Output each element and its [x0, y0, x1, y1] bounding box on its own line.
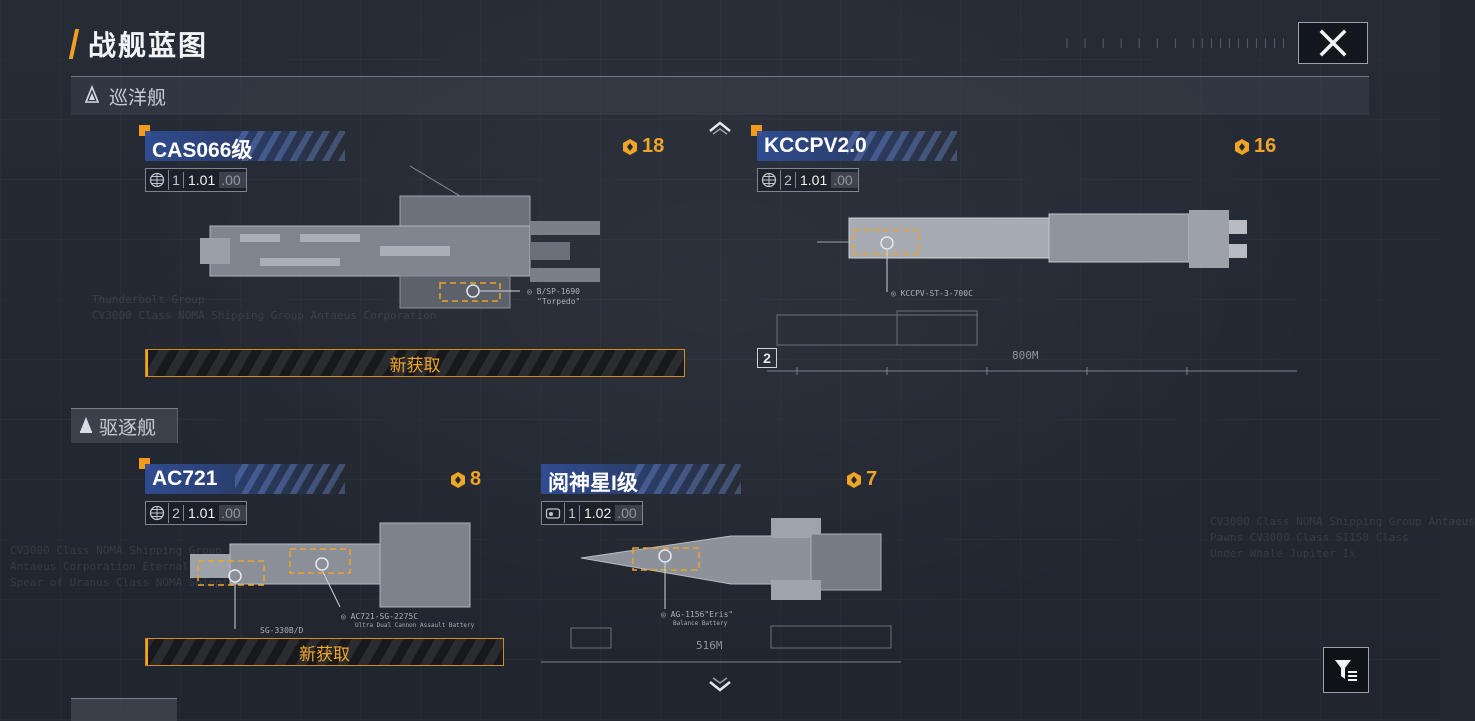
ghost-line: Spear of Uranus Class NOMA Shipping — [10, 576, 242, 589]
ghost-line: Under Whale Jupiter Ix — [1210, 547, 1356, 560]
ship-card-ac721[interactable]: AC721 8 2 1.01 .00 SG-330B/D ◎ AC721-SG-… — [139, 458, 505, 669]
stats-row: 1 1.02 .00 — [541, 501, 643, 525]
section-label: 驱逐舰 — [99, 417, 157, 439]
section-header-destroyer[interactable]: 驱逐舰 — [71, 408, 178, 443]
ship-name: AC721 — [152, 467, 218, 490]
tier-value: 1 — [169, 172, 184, 188]
new-indicator — [139, 458, 150, 469]
ship-blueprint-image — [580, 518, 882, 609]
page-header: 战舰蓝图 — [68, 26, 209, 62]
ghost-line: CV3000 Class NOMA Shipping Group Antaeus — [1210, 515, 1475, 528]
version-minor: .00 — [831, 172, 858, 188]
new-indicator — [139, 125, 150, 136]
name-strip — [145, 131, 345, 161]
cost-badge: 18 — [621, 135, 664, 158]
length-label: 800M — [1012, 349, 1039, 362]
ship-side-diagram — [767, 310, 1297, 375]
fleet-emblem-icon — [847, 471, 861, 488]
status-new-bar: 新获取 — [145, 638, 504, 666]
decor-ticks: | | | | | | | ||||||||||| — [1064, 38, 1290, 49]
version-minor: .00 — [219, 172, 246, 188]
ghost-text: CV3000 Class NOMA Shipping Group Antaeus… — [1210, 514, 1475, 562]
ship-card-cas066[interactable]: CAS066级 18 1 1.01 .00 ◎ B/SP-1690 "Torpe… — [139, 125, 685, 381]
ship-blueprint-image — [190, 522, 471, 629]
tier-value: 2 — [781, 172, 796, 188]
ship-blueprint-image — [200, 165, 600, 309]
fleet-emblem-icon — [623, 138, 637, 155]
section-header-next[interactable] — [71, 698, 177, 721]
fleet-icon — [542, 503, 565, 523]
version-minor: .00 — [219, 505, 246, 521]
ship-name: CAS066级 — [152, 139, 253, 162]
version-minor: .00 — [615, 505, 642, 521]
filter-button[interactable] — [1323, 647, 1369, 693]
page-badge: 2 — [757, 348, 777, 368]
fleet-emblem-icon — [1235, 138, 1249, 155]
stats-row: 2 1.01 .00 — [145, 501, 247, 525]
cost-badge: 7 — [845, 468, 877, 491]
ghost-line: Pawns CV3000 Class SI150 Class — [1210, 531, 1409, 544]
section-label: 巡洋舰 — [109, 87, 167, 109]
cost-value: 7 — [866, 468, 878, 490]
close-button[interactable] — [1298, 22, 1368, 64]
chevron-down-icon[interactable] — [708, 676, 732, 694]
status-new-bar: 新获取 — [145, 349, 685, 377]
status-text: 新获取 — [299, 644, 350, 664]
filter-icon — [1335, 660, 1357, 681]
fleet-emblem-icon — [451, 471, 465, 488]
stats-row: 2 1.01 .00 — [757, 168, 859, 192]
version-value: 1.01 — [188, 505, 216, 521]
ship-class-icon — [79, 416, 93, 437]
version-value: 1.02 — [584, 505, 612, 521]
spec-label: SG-330B/D — [260, 626, 304, 635]
ghost-line: Thunderbolt Group — [92, 293, 205, 306]
page-title: 战舰蓝图 — [88, 30, 209, 61]
ship-class-icon — [84, 84, 100, 107]
spec-label: ◎ KCCPV-ST-3-700C — [891, 289, 973, 298]
stats-row: 1 1.01 .00 — [145, 168, 247, 192]
ship-blueprint-image — [817, 210, 1247, 292]
globe-icon — [146, 170, 169, 190]
spec-sub: "Torpedo" — [537, 297, 581, 306]
ship-card-kccpv[interactable]: KCCPV2.0 16 2 1.01 .00 ◎ KCCPV-ST-3-700C… — [751, 125, 1297, 381]
spec-label: ◎ B/SP-1690 — [527, 287, 580, 296]
spec-sub-2: Ultra Dual Cannon Assault Battery — [355, 622, 475, 629]
ghost-line: Antaeus Corporation Eternal Storm — [10, 560, 229, 573]
version-value: 1.01 — [800, 172, 828, 188]
ship-name: 阅神星I级 — [548, 472, 638, 495]
version-value: 1.01 — [188, 172, 216, 188]
name-strip — [757, 131, 957, 161]
cost-value: 16 — [1254, 135, 1277, 157]
globe-icon — [146, 503, 169, 523]
new-indicator — [751, 125, 762, 136]
ship-name: KCCPV2.0 — [764, 134, 867, 157]
cost-value: 8 — [470, 468, 482, 490]
ghost-text: CV3000 Class NOMA Shipping Group Antaeus… — [10, 543, 275, 591]
section-header-cruiser[interactable]: 巡洋舰 — [71, 76, 1369, 115]
close-icon — [1319, 29, 1347, 57]
tier-value: 2 — [169, 505, 184, 521]
cost-badge: 16 — [1233, 135, 1276, 158]
ghost-line: CV3000 Class NOMA Shipping Group Antaeus… — [92, 309, 437, 322]
spec-sub: Balance Battery — [673, 620, 728, 627]
tier-value: 1 — [565, 505, 580, 521]
chevron-up-icon[interactable] — [708, 119, 732, 135]
spec-label-2: ◎ AC721-SG-2275C — [341, 612, 419, 621]
ghost-line: CV3000 Class NOMA Shipping Group Antaeus — [10, 544, 275, 557]
ship-card-eris[interactable]: 阅神星I级 7 1 1.02 .00 ◎ AG-1156"Eris" Balan… — [541, 464, 901, 669]
cost-value: 18 — [642, 135, 665, 157]
ghost-text: Thunderbolt Group CV3000 Class NOMA Ship… — [92, 292, 436, 324]
cost-badge: 8 — [449, 468, 481, 491]
spec-label: ◎ AG-1156"Eris" — [661, 610, 734, 619]
name-strip — [541, 464, 741, 494]
status-text: 新获取 — [389, 355, 441, 375]
name-strip — [145, 464, 345, 494]
ship-side-diagram — [541, 625, 901, 663]
length-label: 516M — [696, 639, 723, 652]
globe-icon — [758, 170, 781, 190]
